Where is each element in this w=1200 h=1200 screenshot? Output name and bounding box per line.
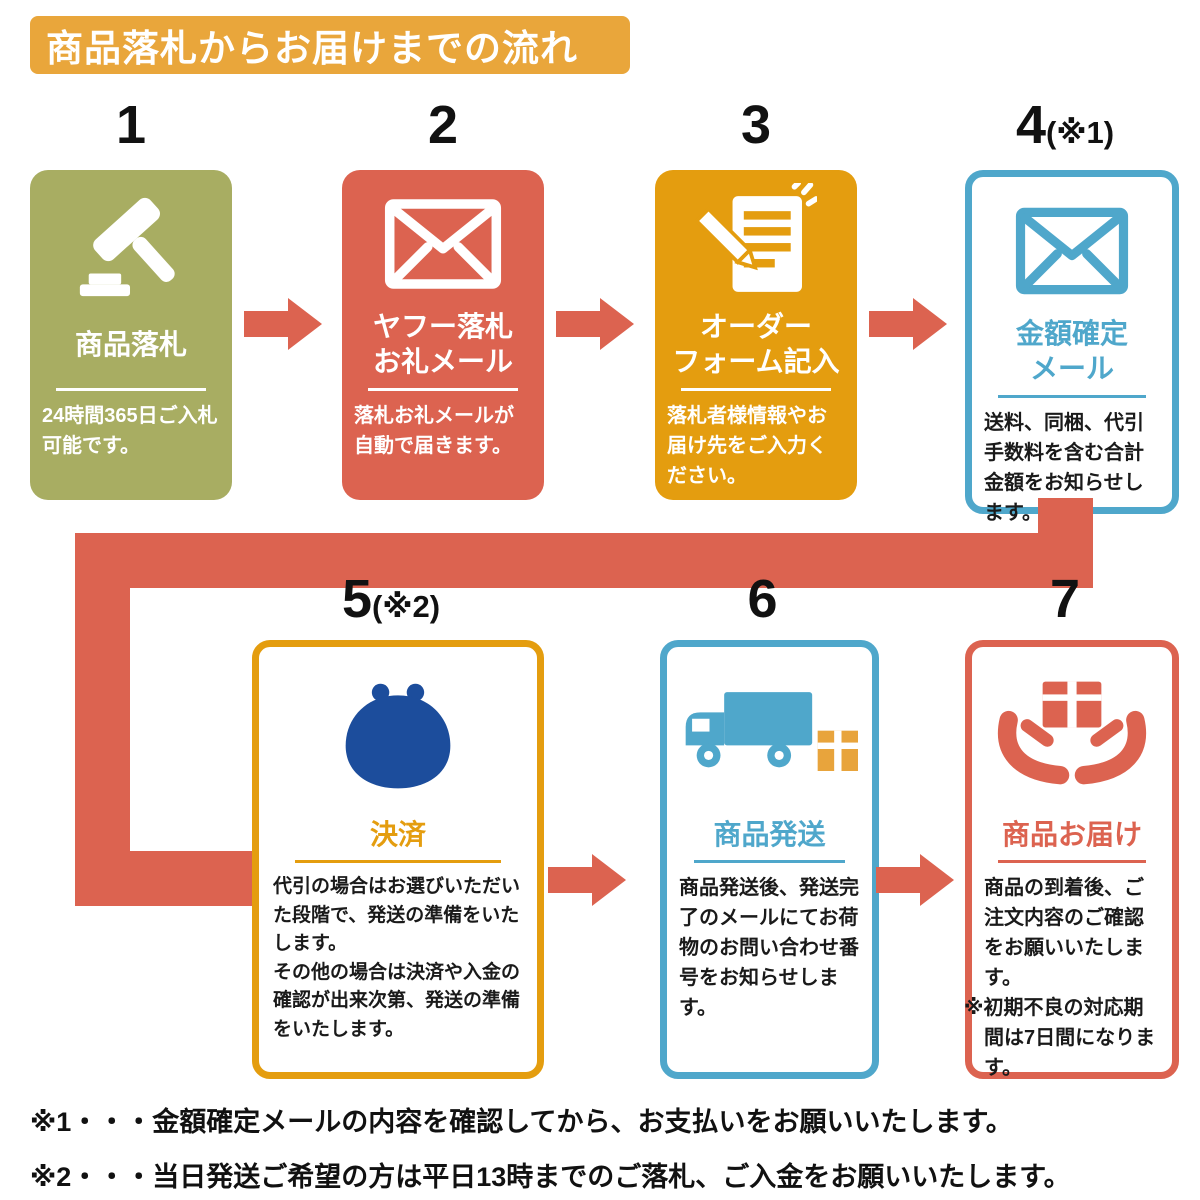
step-body: 落札者様情報やお届け先をご入力ください。 (667, 405, 827, 487)
arrow-right-icon (556, 298, 634, 350)
step-number-7: 7 (965, 572, 1165, 626)
title-divider (56, 388, 206, 391)
step-card-payment: 決済 代引の場合はお選びいただいた段階で、発送の準備をいたします。 その他の場合… (252, 640, 544, 1079)
step-number-value: 2 (427, 95, 459, 155)
title-divider (998, 395, 1146, 398)
delivery-truck-icon (667, 647, 872, 817)
mail-icon (342, 170, 544, 308)
step-number-6: 6 (660, 572, 865, 626)
step-title: オーダー フォーム記入 (672, 311, 840, 377)
step-number-2: 2 (342, 98, 544, 152)
arrow-right-icon (548, 854, 626, 906)
step-card-shipping: 商品発送 商品発送後、発送完了のメールにてお荷物のお問い合わせ番号をお知らせしま… (660, 640, 879, 1079)
arrow-right-icon (244, 298, 322, 350)
step-number-value: 4 (1015, 95, 1046, 155)
step-body: 送料、同梱、代引手数料を含む合計金額をお知らせします。 (984, 412, 1144, 524)
step-number-value: 1 (115, 95, 147, 155)
connector-vertical-left (75, 533, 130, 906)
page-title: 商品落札からお届けまでの流れ (46, 28, 578, 69)
arrow-right-icon (869, 298, 947, 350)
step-title: 商品落札 (74, 328, 187, 360)
step-body-note: ※初期不良の対応期間は7日間になります。 (964, 997, 1156, 1079)
title-divider (998, 860, 1146, 863)
step-number-value: 7 (1049, 569, 1081, 629)
step-body: 代引の場合はお選びいただいた段階で、発送の準備をいたします。 その他の場合は決済… (273, 876, 521, 1040)
step-title: 商品お届け (1001, 819, 1142, 850)
title-divider (693, 860, 846, 863)
step-card-price-confirm-mail: 金額確定 メール 送料、同梱、代引手数料を含む合計金額をお知らせします。 (965, 170, 1179, 524)
step-number-value: 3 (740, 95, 772, 155)
header-banner: 商品落札からお届けまでの流れ (30, 16, 630, 74)
title-divider (368, 388, 518, 391)
step-body: 落札お礼メールが自動で届きます。 (354, 405, 514, 457)
mail-icon (972, 177, 1172, 315)
connector-horizontal-top (75, 533, 1093, 588)
step-title: ヤフー落札 お礼メール (372, 311, 513, 377)
title-divider (295, 860, 501, 863)
step-body: 商品発送後、発送完了のメールにてお荷物のお問い合わせ番号をお知らせします。 (679, 877, 859, 1019)
title-divider (681, 388, 831, 391)
step-number-value: 6 (747, 569, 778, 629)
step-number-note: (※1) (1046, 115, 1115, 150)
gavel-icon (30, 170, 232, 308)
step-body: 商品の到着後、ご注文内容のご確認をお願いいたします。 (984, 877, 1144, 989)
footnote-1: ※1・・・金額確定メールの内容を確認してから、お支払いをお願いいたします。 (30, 1107, 1013, 1137)
step-card-delivery: 商品お届け 商品の到着後、ご注文内容のご確認をお願いいたします。 ※初期不良の対… (964, 640, 1179, 1079)
arrow-right-icon (876, 854, 954, 906)
step-number-1: 1 (30, 98, 232, 152)
footnote-2: ※2・・・当日発送ご希望の方は平日13時までのご落札、ご入金をお願いいたします。 (30, 1162, 1071, 1192)
order-form-icon (655, 170, 857, 308)
step-number-5: 5(※2) (252, 572, 530, 626)
connector-into-step5 (75, 851, 255, 906)
step-title: 商品発送 (713, 819, 826, 850)
hands-package-icon (972, 647, 1172, 817)
step-number-3: 3 (655, 98, 857, 152)
step-card-thanks-mail: ヤフー落札 お礼メール 落札お礼メールが自動で届きます。 (342, 170, 544, 500)
step-card-auction-win: 商品落札 24時間365日ご入札可能です。 (30, 170, 232, 500)
step-body: 24時間365日ご入札可能です。 (42, 405, 218, 457)
step-title: 決済 (369, 819, 426, 850)
step-number-note: (※2) (372, 589, 441, 624)
step-number-4: 4(※1) (965, 98, 1165, 152)
coin-purse-icon (259, 647, 537, 817)
step-title: 金額確定 メール (1015, 318, 1128, 384)
step-number-value: 5 (341, 569, 372, 629)
step-card-order-form: オーダー フォーム記入 落札者様情報やお届け先をご入力ください。 (655, 170, 857, 500)
